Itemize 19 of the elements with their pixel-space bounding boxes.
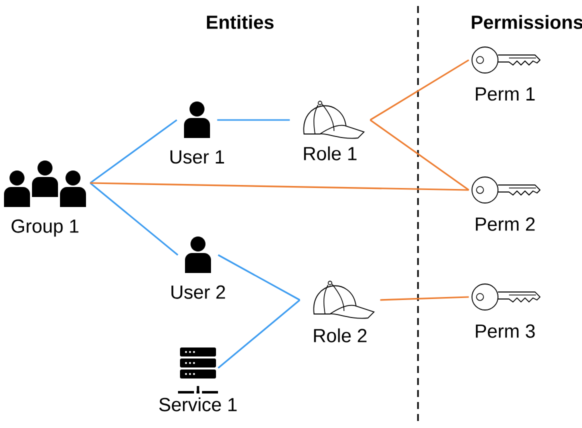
connector-line — [370, 59, 470, 121]
node-label: Perm 1 — [476, 87, 535, 101]
node-label: Service 1 — [159, 397, 237, 412]
connector-line — [90, 182, 469, 191]
node-label: User 2 — [171, 285, 225, 299]
connector-line — [218, 254, 300, 301]
column-heading: Entities — [206, 15, 274, 29]
node-label: Role 2 — [314, 328, 366, 342]
connector-line — [370, 119, 470, 191]
connector-line — [218, 299, 300, 369]
connector-line — [217, 119, 290, 121]
node-label: Perm 3 — [476, 324, 535, 338]
connector-line — [380, 296, 469, 301]
node-label: User 1 — [170, 150, 224, 164]
node-label: Group 1 — [12, 219, 78, 237]
connector-line — [90, 182, 178, 256]
node-label: Role 1 — [304, 146, 356, 160]
connector-line — [90, 119, 178, 184]
node-label: Perm 2 — [476, 217, 535, 231]
